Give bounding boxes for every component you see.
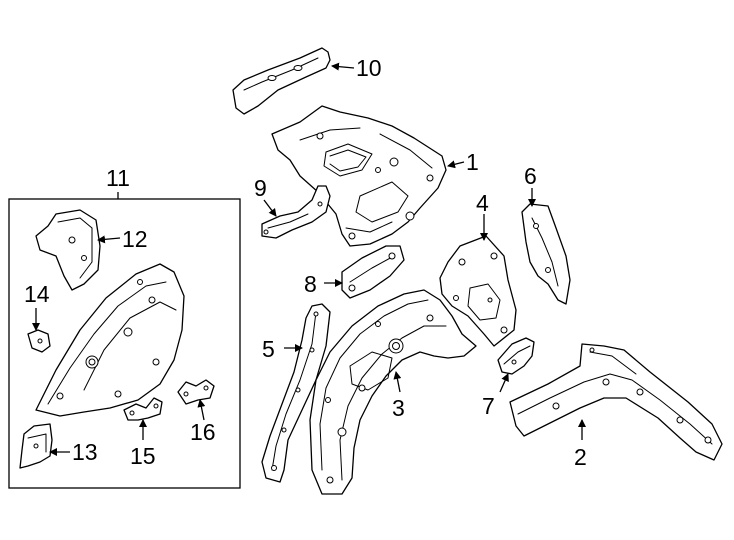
callout-2: 2 (574, 444, 587, 470)
callout-16: 16 (190, 419, 216, 445)
leader-1 (447, 160, 465, 169)
callout-7: 7 (482, 393, 495, 419)
part-1-shape (271, 105, 447, 247)
part-15-shape (123, 397, 163, 421)
leader-3 (393, 371, 402, 393)
part-6-shape (521, 203, 571, 305)
part-5-shape (261, 303, 331, 483)
part-8-shape (341, 245, 405, 299)
part-2-shape (509, 343, 723, 461)
part-3-shape (309, 289, 477, 495)
leader-9 (263, 199, 277, 217)
part-14-shape (27, 329, 51, 353)
part-4-shape (439, 235, 517, 347)
callout-12: 12 (122, 226, 148, 252)
callout-3: 3 (392, 395, 405, 421)
part-12-shape (35, 209, 101, 291)
callout-14: 14 (24, 281, 50, 307)
part-10-shape (232, 47, 331, 115)
part-9-shape (261, 185, 331, 239)
callout-11: 11 (106, 165, 130, 191)
callout-10: 10 (356, 55, 382, 81)
callout-13: 13 (72, 439, 98, 465)
leader-16 (197, 399, 206, 421)
leader-7 (499, 373, 509, 393)
part-7-shape (497, 337, 535, 375)
callout-6: 6 (524, 163, 537, 189)
callout-15: 15 (130, 443, 156, 469)
callout-8: 8 (304, 271, 317, 297)
part-13-shape (19, 423, 53, 469)
leader-12 (97, 235, 121, 244)
callout-5: 5 (262, 336, 275, 362)
callout-9: 9 (254, 175, 267, 201)
leader-10 (331, 62, 355, 71)
part-16-shape (177, 379, 215, 405)
part-11-shape (35, 263, 185, 417)
group-11-frame (8, 198, 241, 489)
callout-1: 1 (466, 149, 479, 175)
callout-4: 4 (476, 190, 489, 216)
